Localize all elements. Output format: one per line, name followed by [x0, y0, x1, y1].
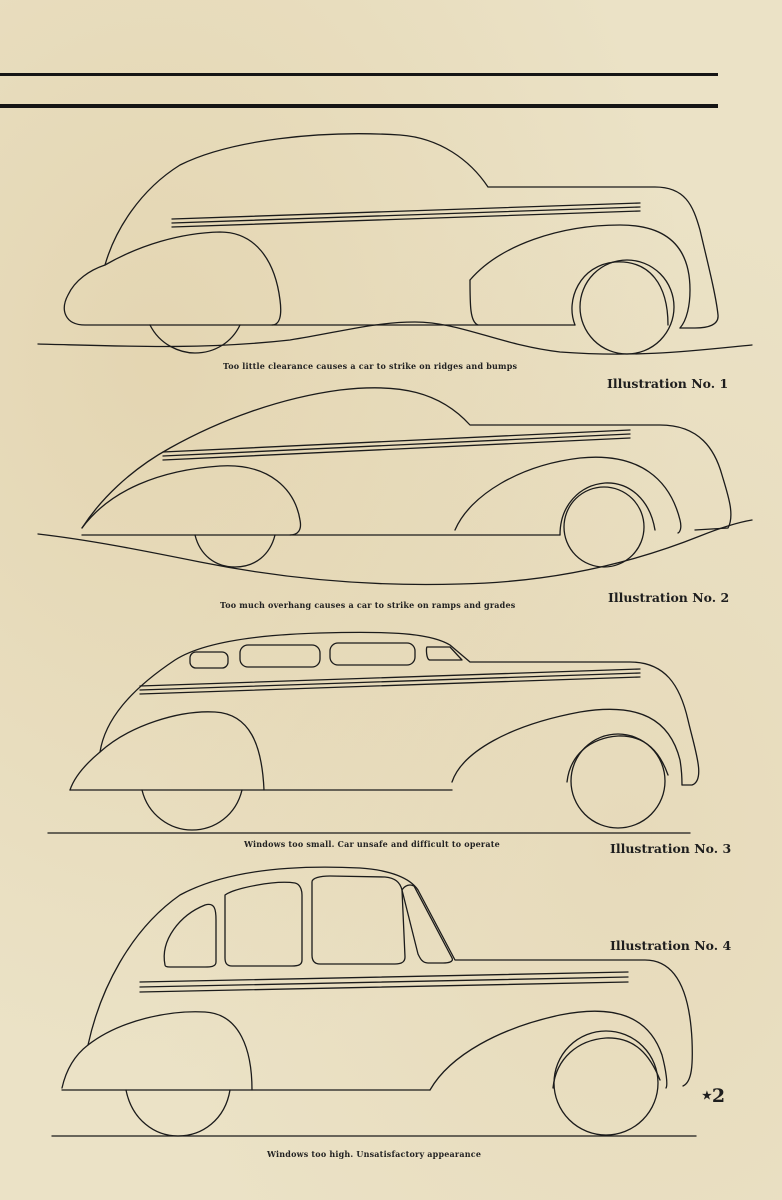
- ground-line-1: [37, 321, 753, 355]
- rear-fender-3: [451, 708, 683, 786]
- rear-wheel-arch-1: [571, 261, 669, 326]
- car-drawing-3: [47, 631, 700, 834]
- window-4a: [163, 903, 217, 968]
- window-4d: [401, 884, 454, 964]
- illustration-label-2: Illustration No. 2: [608, 590, 730, 605]
- trim-line-4c: [139, 981, 629, 993]
- front-fender-1: [104, 231, 282, 326]
- car-drawing-4: [51, 866, 697, 1137]
- rear-wheel-1: [579, 259, 675, 355]
- car-body-4: [61, 866, 693, 1089]
- second-rule: [0, 104, 718, 108]
- trim-line-1a: [171, 202, 641, 220]
- rear-wheel-arch-4: [552, 1037, 661, 1089]
- caption-4: Windows too high. Unsatisfactory appeara…: [267, 1149, 482, 1159]
- trim-line-2b: [162, 433, 631, 457]
- caption-2: Too much overhang causes a car to strike…: [220, 600, 516, 610]
- star-marker: ★: [702, 1089, 712, 1102]
- trim-line-2c: [162, 437, 631, 461]
- page-number-value: 2: [711, 1085, 726, 1107]
- window-3c: [329, 642, 416, 666]
- window-3a: [189, 651, 229, 669]
- front-fender-3: [69, 711, 265, 791]
- front-fender-4: [61, 1011, 253, 1091]
- window-3b: [239, 644, 321, 668]
- rear-fender-1: [469, 224, 691, 329]
- caption-1: Too little clearance causes a car to str…: [223, 361, 518, 371]
- trim-line-4b: [139, 976, 629, 988]
- trim-line-3b: [139, 672, 641, 691]
- illustration-label-3: Illustration No. 3: [610, 841, 732, 856]
- rear-fender-2: [454, 456, 682, 534]
- car-drawing-2: [37, 387, 753, 586]
- front-wheel-2: [194, 534, 276, 568]
- trim-line-2a: [162, 429, 631, 453]
- car-drawing-1: [37, 133, 753, 355]
- rear-fender-4: [429, 1010, 668, 1091]
- rear-wheel-4: [553, 1030, 659, 1136]
- illustration-label-1: Illustration No. 1: [607, 376, 729, 391]
- trim-line-1c: [171, 210, 641, 228]
- rear-wheel-arch-3: [566, 735, 669, 783]
- illustration-label-4: Illustration No. 4: [610, 938, 732, 953]
- front-wheel-3: [141, 789, 243, 831]
- front-wheel-4: [125, 1089, 231, 1137]
- window-4b: [224, 881, 303, 967]
- page-number: ★2: [702, 1085, 725, 1107]
- rear-wheel-2: [563, 486, 645, 568]
- top-rule: [0, 73, 718, 76]
- ground-line-2: [37, 519, 753, 586]
- car-body-1: [63, 133, 719, 329]
- trim-line-1b: [171, 206, 641, 224]
- front-wheel-1: [149, 324, 241, 354]
- lower-sill-1: [469, 279, 576, 326]
- car-body-2: [81, 387, 732, 531]
- caption-3: Windows too small. Car unsafe and diffic…: [244, 839, 500, 849]
- car-body-3: [69, 631, 700, 791]
- trim-line-4a: [139, 971, 629, 983]
- rear-wheel-3: [570, 733, 666, 829]
- rear-wheel-arch-2: [559, 482, 656, 536]
- trim-line-3a: [139, 668, 641, 687]
- trim-line-3c: [139, 676, 641, 695]
- window-3d: [425, 646, 463, 661]
- window-4c: [311, 875, 406, 965]
- front-fender-2: [81, 465, 302, 536]
